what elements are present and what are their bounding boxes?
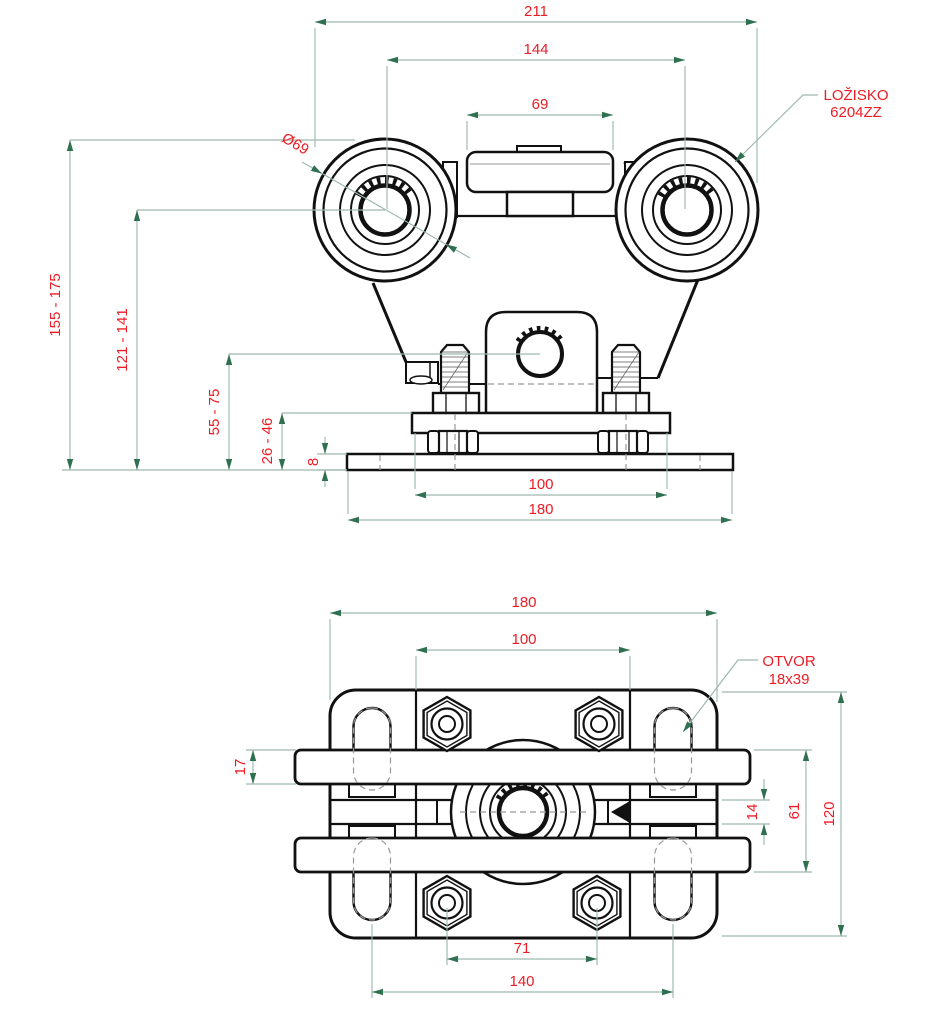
front-view: 211 144 69 Ø69 155 - 175 121 - 141 55 - …	[47, 3, 889, 524]
dim-axle-height-range: 121 - 141	[114, 308, 131, 371]
hex-bolt-top-right	[574, 695, 624, 753]
rail-pointer	[611, 801, 630, 823]
bearing-label-title: LOŽISKO	[823, 87, 888, 104]
bottom-dimension-texts: 180 100 OTVOR 18x39 120 61 14 17 71 140	[232, 594, 838, 990]
plate-hidden-lines	[379, 414, 701, 470]
pivot-circlip	[515, 325, 565, 344]
upper-plate	[410, 411, 672, 435]
trolley-body	[371, 214, 701, 385]
dim-block-width: 69	[532, 96, 549, 113]
bottom-dimension-lines	[246, 612, 847, 998]
dim-bv-nut-spacing: 71	[514, 940, 531, 957]
studs-and-nuts	[431, 343, 651, 415]
hole-label-size: 18x39	[769, 671, 810, 688]
dim-wheel-spacing: 144	[523, 41, 548, 58]
dim-bv-base-plate-width: 180	[511, 594, 536, 611]
lower-nuts	[427, 429, 649, 455]
bottom-dimension-arrows	[249, 609, 845, 996]
base-plate	[345, 452, 735, 472]
dim-bv-jaw-gap: 14	[744, 804, 761, 821]
dim-bv-plate-height: 120	[821, 801, 838, 826]
hex-nut-right	[601, 391, 651, 415]
front-dimension-lines	[62, 21, 818, 521]
slot-hidden-outlines	[352, 707, 693, 921]
wheel-right-bearing	[657, 177, 717, 198]
dim-wheel-diameter: Ø69	[279, 130, 312, 159]
dim-upper-plate-width: 100	[528, 476, 553, 493]
hole-label-title: OTVOR	[762, 653, 816, 670]
dim-bv-bar-span: 61	[786, 803, 803, 820]
wheel-right	[614, 137, 760, 283]
dim-plate-height-range: 26 - 46	[259, 418, 276, 465]
dim-bv-bar-thickness: 17	[232, 759, 249, 776]
front-dimension-texts: 211 144 69 Ø69 155 - 175 121 - 141 55 - …	[47, 3, 889, 518]
dim-height-range: 155 - 175	[47, 273, 64, 336]
dim-bv-center-width: 100	[511, 631, 536, 648]
clamp-bar-bottom	[293, 836, 752, 874]
hex-bolt-top-left	[422, 695, 472, 753]
front-dimension-arrows	[66, 18, 757, 524]
rail-block	[465, 145, 615, 218]
bottom-view: 180 100 OTVOR 18x39 120 61 14 17 71 140	[232, 594, 847, 998]
wheel-left-bearing	[355, 177, 415, 198]
pivot-bracket	[484, 310, 599, 415]
hex-nut-left	[431, 391, 481, 415]
dim-base-plate-width: 180	[528, 501, 553, 518]
dim-pivot-height-range: 55 - 75	[206, 389, 223, 436]
clamp-bar-top	[293, 748, 752, 786]
rail-block-lower	[505, 190, 575, 218]
dim-overall-width: 211	[524, 3, 548, 20]
bearing-label-model: 6204ZZ	[830, 104, 882, 121]
dim-bv-slot-spacing: 140	[509, 973, 534, 990]
dim-plate-thickness: 8	[305, 458, 322, 466]
